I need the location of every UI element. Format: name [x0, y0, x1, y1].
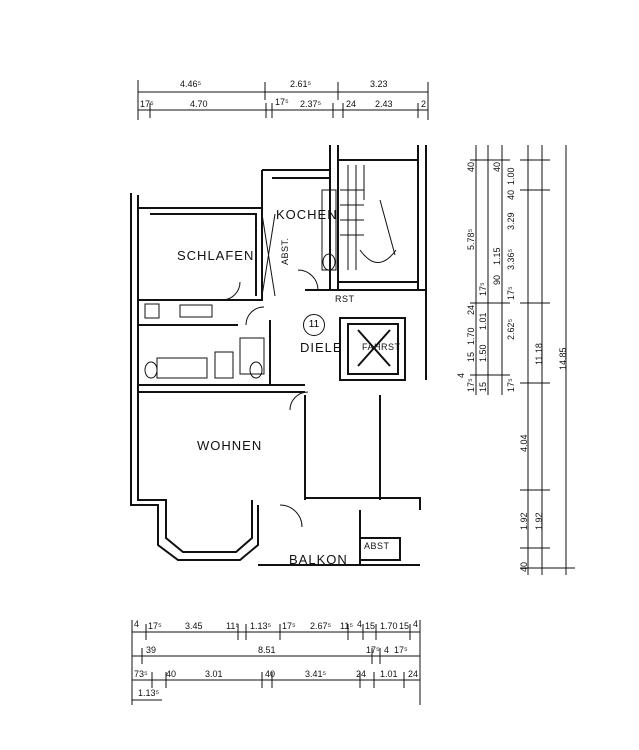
right-dim: 40	[506, 189, 516, 200]
top-dim: 4.46⁵	[180, 79, 202, 89]
right-dim: 14.85	[558, 347, 568, 370]
bottom-dim: 17⁵	[394, 645, 408, 655]
right-dim: 17⁵	[506, 286, 516, 300]
right-dim: 5.78⁵	[466, 228, 476, 250]
bottom-dim: 15	[365, 621, 376, 631]
bottom-dimension-lines	[131, 620, 421, 705]
bottom-dim: 15	[399, 621, 410, 631]
right-dim: 40	[492, 161, 502, 172]
bottom-dim: 1.13⁵	[250, 621, 272, 631]
bottom-dim: 3.01	[205, 669, 223, 679]
right-dim: 1.50	[478, 344, 488, 362]
bottom-dim: 3.45	[185, 621, 203, 631]
bottom-dim: 17⁵	[366, 645, 380, 655]
right-dimension-lines	[470, 145, 575, 575]
right-dim: 24	[466, 304, 476, 315]
right-dim: 1.92	[534, 512, 544, 530]
right-dim: 17⁵	[478, 282, 488, 296]
bottom-dim: 1.13⁵	[138, 688, 160, 698]
apartment-number-badge: 11	[303, 314, 325, 336]
fixtures	[144, 189, 337, 528]
bottom-dim: 2.67⁵	[310, 621, 332, 631]
top-dim: 17⁵	[140, 99, 154, 109]
top-dim: 2.37⁵	[300, 99, 322, 109]
room-label-fahrst: FAHRST	[362, 342, 401, 352]
bottom-dim: 24	[408, 669, 419, 679]
bottom-dim: 4	[384, 645, 390, 655]
bottom-dim: 4	[357, 619, 363, 629]
right-dim: 15	[466, 351, 476, 362]
room-label-wohnen: WOHNEN	[197, 438, 263, 453]
top-dim: 24	[346, 99, 357, 109]
bottom-dim: 24	[356, 669, 367, 679]
right-dim: 3.29	[506, 212, 516, 230]
right-dim: 17⁵	[466, 378, 476, 392]
right-dim: 3.36⁵	[506, 248, 516, 270]
room-label-abst-balkon: ABST	[364, 541, 390, 551]
right-dim: 11.18	[534, 343, 544, 365]
top-dim: 4.70	[190, 99, 208, 109]
bottom-dim: 4	[413, 619, 419, 629]
top-dim: 2	[421, 99, 427, 109]
right-dim: 40	[466, 161, 476, 172]
top-dimension-lines	[137, 80, 429, 120]
right-dim: 40	[519, 561, 529, 572]
room-label-balkon: BALKON	[289, 552, 348, 567]
right-dim: 2.62⁵	[506, 318, 516, 340]
bottom-dim: 40	[166, 669, 177, 679]
bottom-dim: 1.01	[380, 669, 398, 679]
room-label-rst: RST	[335, 294, 355, 304]
top-dim: 2.43	[375, 99, 393, 109]
top-dim: 3.23	[370, 79, 388, 89]
right-dim: 1.15	[492, 247, 502, 265]
top-dim: 17⁵	[275, 97, 289, 107]
bottom-dim: 8.51	[258, 645, 276, 655]
right-dim: 4	[456, 372, 466, 378]
top-dim: 2.61⁵	[290, 79, 312, 89]
right-dim: 1.70	[466, 327, 476, 345]
room-label-kochen: KOCHEN	[276, 207, 338, 222]
bottom-dim: 17⁵	[148, 621, 162, 631]
right-dim: 1.00	[506, 167, 516, 185]
bottom-dim: 73⁵	[134, 669, 148, 679]
right-dim: 17⁵	[506, 378, 516, 392]
bottom-dim: 40	[265, 669, 276, 679]
bottom-dim: 17⁵	[282, 621, 296, 631]
walls	[130, 145, 427, 566]
room-label-diele: DIELE	[300, 340, 343, 355]
right-dim: 1.01	[478, 312, 488, 330]
staircase	[340, 165, 397, 270]
room-label-schlafen: SCHLAFEN	[177, 248, 255, 263]
right-dim: 90	[492, 274, 502, 285]
bottom-dim: 4	[134, 619, 140, 629]
right-dim: 4.04	[519, 434, 529, 452]
right-dim: 15	[478, 381, 488, 392]
bottom-dim: 3.41⁵	[305, 669, 327, 679]
right-dim: 1.92	[519, 512, 529, 530]
room-label-abst-vertical: ABST.	[280, 237, 290, 265]
bottom-dim: 11⁵	[340, 621, 354, 631]
bottom-dim: 1.70	[380, 621, 398, 631]
bottom-dim: 39	[146, 645, 157, 655]
bottom-dim: 11⁵	[226, 621, 240, 631]
